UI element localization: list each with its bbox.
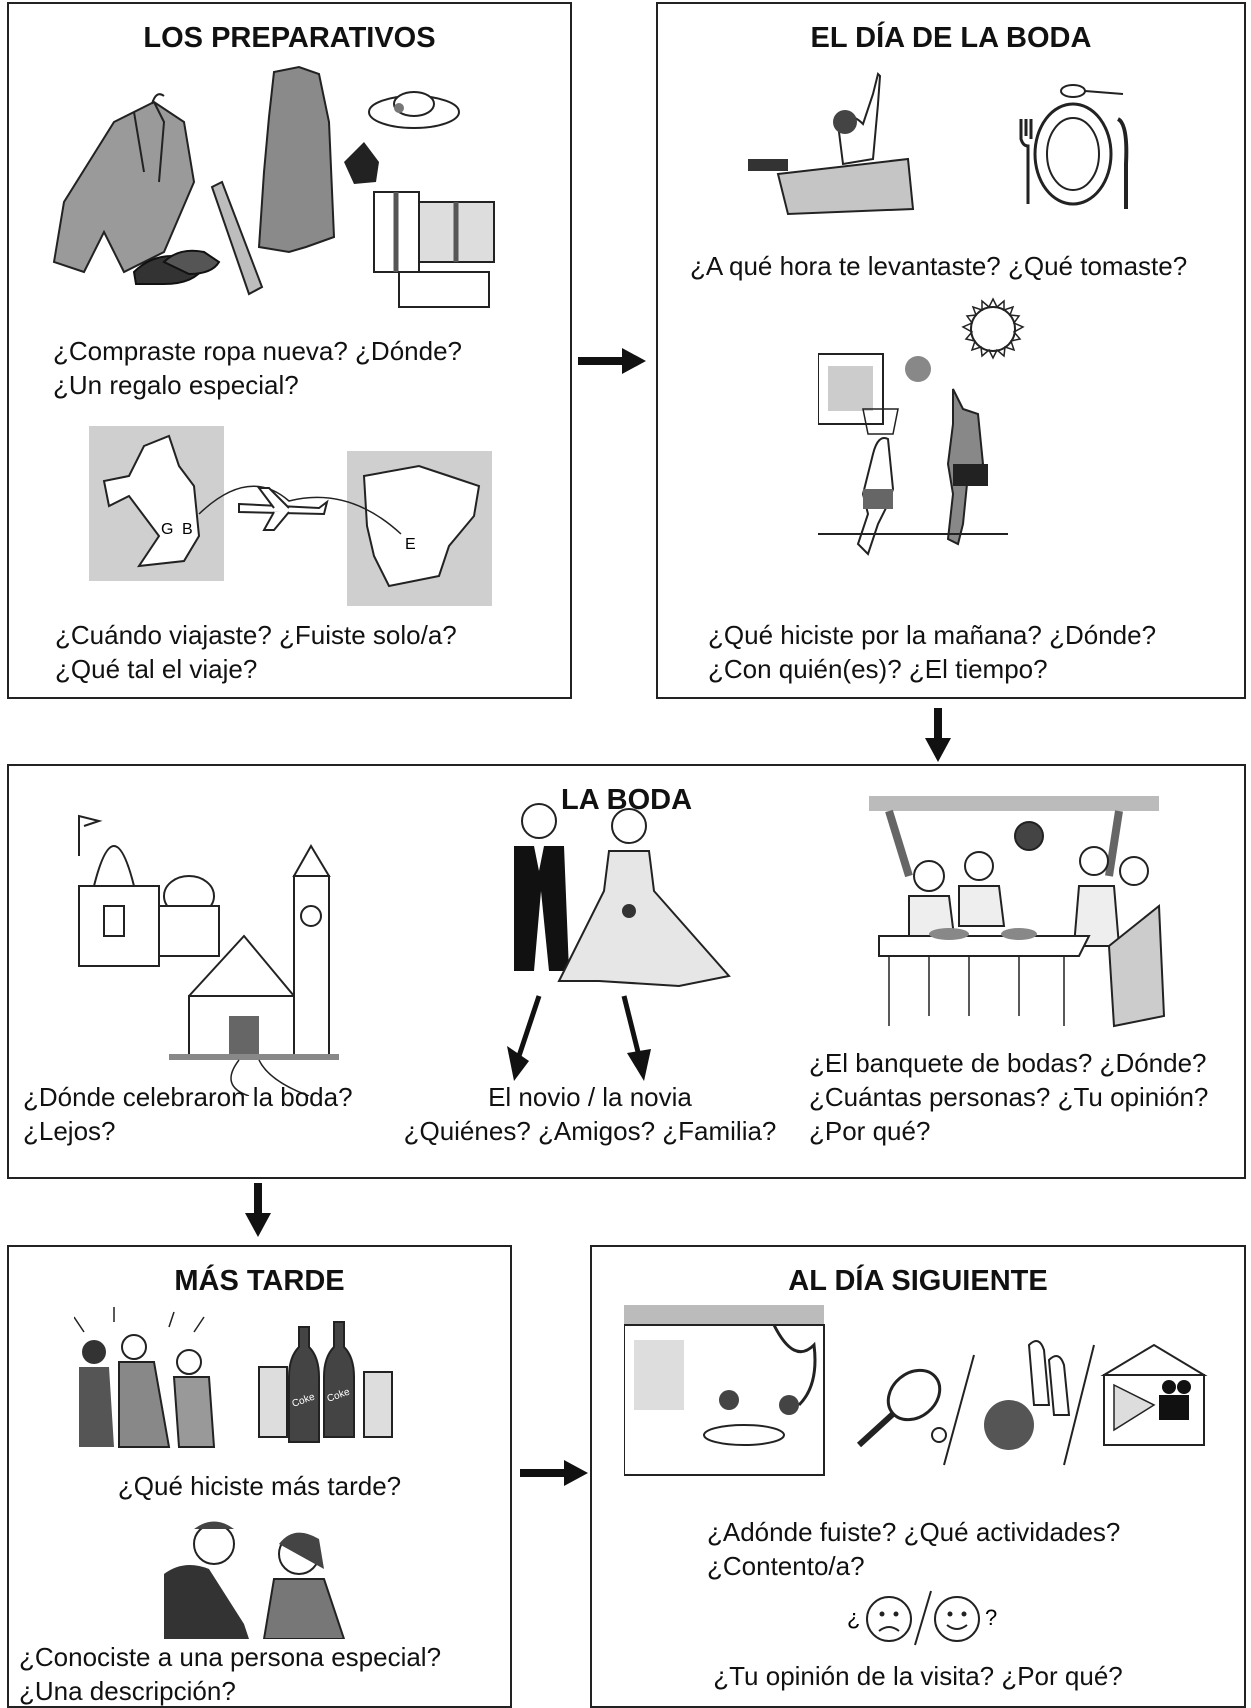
banquet-illustration bbox=[869, 796, 1166, 1028]
temple-icon bbox=[78, 814, 220, 967]
sad-face-icon bbox=[866, 1596, 912, 1642]
question-opinion: ¿Tu opinión de la visita? ¿Por qué? bbox=[592, 1659, 1244, 1693]
question-line: ¿Tu opinión de la visita? ¿Por qué? bbox=[713, 1661, 1123, 1691]
question-clothes: ¿Compraste ropa nueva? ¿Dónde? ¿Un regal… bbox=[53, 334, 462, 402]
question-later: ¿Qué hiciste más tarde? bbox=[9, 1469, 510, 1503]
question-line: ¿Contento/a? bbox=[707, 1551, 865, 1581]
waking-person-icon bbox=[748, 72, 915, 216]
question-line: ¿Una descripción? bbox=[19, 1676, 236, 1706]
panel-title: EL DÍA DE LA BODA bbox=[810, 22, 1092, 54]
banquet-table-icon bbox=[878, 935, 1091, 957]
activities-illustration bbox=[624, 1305, 1208, 1476]
question-line: ¿A qué hora te levantaste? ¿Qué tomaste? bbox=[690, 251, 1188, 281]
panel-title: MÁS TARDE bbox=[174, 1265, 345, 1297]
arrow-down-icon bbox=[925, 708, 951, 762]
question-line: ¿Qué tal el viaje? bbox=[55, 654, 258, 684]
question-mark: ? bbox=[985, 1605, 997, 1630]
question-line: ¿Qué hiciste más tarde? bbox=[117, 1471, 402, 1501]
question-line: ¿Conociste a una persona especial? bbox=[19, 1642, 442, 1672]
clothes-gifts-illustration bbox=[52, 65, 495, 308]
ball-icon bbox=[905, 356, 931, 382]
map-label-b: B bbox=[182, 521, 193, 538]
question-banquet: ¿El banquete de bodas? ¿Dónde? ¿Cuántas … bbox=[809, 1046, 1208, 1148]
shoes-icon bbox=[132, 249, 221, 285]
question-line: ¿Con quién(es)? ¿El tiempo? bbox=[708, 654, 1048, 684]
question-line: ¿El banquete de bodas? ¿Dónde? bbox=[809, 1048, 1207, 1078]
meeting-people-illustration bbox=[164, 1521, 346, 1639]
cafe-icon bbox=[624, 1305, 825, 1476]
dancing-people-icon bbox=[74, 1307, 216, 1448]
question-line: ¿Compraste ropa nueva? ¿Dónde? bbox=[53, 336, 463, 366]
suit-icon bbox=[52, 93, 196, 274]
question-place: ¿Dónde celebraron la boda? ¿Lejos? bbox=[23, 1080, 353, 1148]
question-line: ¿Adónde fuiste? ¿Qué actividades? bbox=[707, 1517, 1121, 1547]
bride-groom-illustration bbox=[507, 803, 731, 1081]
arrow-down-left-icon bbox=[516, 995, 542, 1057]
arrow-down-icon bbox=[245, 1183, 271, 1237]
heels-icon bbox=[344, 142, 379, 184]
sun-icon bbox=[961, 297, 1025, 360]
map-label-e: E bbox=[405, 536, 416, 553]
map-label-g: G bbox=[161, 521, 173, 538]
wakeup-breakfast-illustration bbox=[748, 72, 1129, 216]
question-line: ¿Quiénes? ¿Amigos? ¿Familia? bbox=[403, 1116, 777, 1146]
woman-person-icon bbox=[262, 1532, 346, 1639]
arrow-down-right-icon bbox=[621, 995, 642, 1057]
question-line: El novio / la novia bbox=[488, 1082, 692, 1112]
airplane-icon bbox=[238, 487, 329, 531]
bride-icon bbox=[557, 808, 731, 988]
question-activities: ¿Adónde fuiste? ¿Qué actividades? ¿Conte… bbox=[707, 1515, 1120, 1583]
groom-icon bbox=[514, 803, 569, 971]
panel-mas-tarde: MÁS TARDE Coke Coke ¿Qué hiciste más tar… bbox=[7, 1245, 512, 1708]
question-couple: El novio / la novia ¿Quiénes? ¿Amigos? ¿… bbox=[385, 1080, 795, 1148]
party-drinks-illustration: Coke Coke bbox=[74, 1307, 393, 1448]
happy-face-icon bbox=[934, 1596, 980, 1642]
panel-dia-siguiente: AL DÍA SIGUIENTE bbox=[590, 1245, 1246, 1708]
dress-icon bbox=[257, 65, 336, 254]
inverted-question-mark: ¿ bbox=[847, 1605, 860, 1630]
question-morning: ¿Qué hiciste por la mañana? ¿Dónde? ¿Con… bbox=[708, 618, 1156, 686]
question-special-person: ¿Conociste a una persona especial? ¿Una … bbox=[19, 1640, 441, 1708]
question-line: ¿Lejos? bbox=[23, 1116, 116, 1146]
question-line: ¿Cuándo viajaste? ¿Fuiste solo/a? bbox=[55, 620, 457, 650]
arrow-right-icon bbox=[578, 348, 646, 374]
panel-preparativos: LOS PREPARATIVOS bbox=[7, 2, 572, 699]
panel-la-boda: LA BODA bbox=[7, 764, 1246, 1179]
question-wakeup: ¿A qué hora te levantaste? ¿Qué tomaste? bbox=[690, 249, 1187, 283]
cinema-icon bbox=[1100, 1343, 1208, 1446]
tie-icon bbox=[210, 180, 264, 296]
tennis-racket-icon bbox=[856, 1368, 947, 1448]
church-icon bbox=[169, 844, 339, 1096]
question-line: ¿Qué hiciste por la mañana? ¿Dónde? bbox=[708, 620, 1157, 650]
man-person-icon bbox=[164, 1521, 249, 1639]
question-line: ¿Dónde celebraron la boda? bbox=[23, 1082, 353, 1112]
place-setting-icon bbox=[1019, 84, 1129, 209]
bowling-icon bbox=[984, 1340, 1071, 1450]
hat-icon bbox=[368, 91, 460, 129]
panel-title: LOS PREPARATIVOS bbox=[143, 22, 436, 54]
gifts-icon bbox=[373, 191, 495, 308]
arrow-right-icon bbox=[520, 1460, 588, 1486]
basketball-illustration bbox=[818, 297, 1025, 556]
question-line: ¿Cuántas personas? ¿Tu opinión? bbox=[809, 1082, 1209, 1112]
faces-illustration: ¿ ? bbox=[847, 1590, 997, 1646]
question-travel: ¿Cuándo viajaste? ¿Fuiste solo/a? ¿Qué t… bbox=[55, 618, 457, 686]
panel-dia-boda: EL DÍA DE LA BODA ¿A qué hora te levanta… bbox=[656, 2, 1246, 699]
travel-map-illustration: G B E bbox=[89, 426, 492, 606]
panel-title: AL DÍA SIGUIENTE bbox=[788, 1265, 1048, 1297]
bottles-glasses-icon: Coke Coke bbox=[258, 1321, 393, 1443]
players-icon bbox=[856, 388, 988, 556]
question-line: ¿Un regalo especial? bbox=[53, 370, 299, 400]
question-line: ¿Por qué? bbox=[809, 1116, 931, 1146]
church-temple-illustration bbox=[78, 814, 339, 1096]
